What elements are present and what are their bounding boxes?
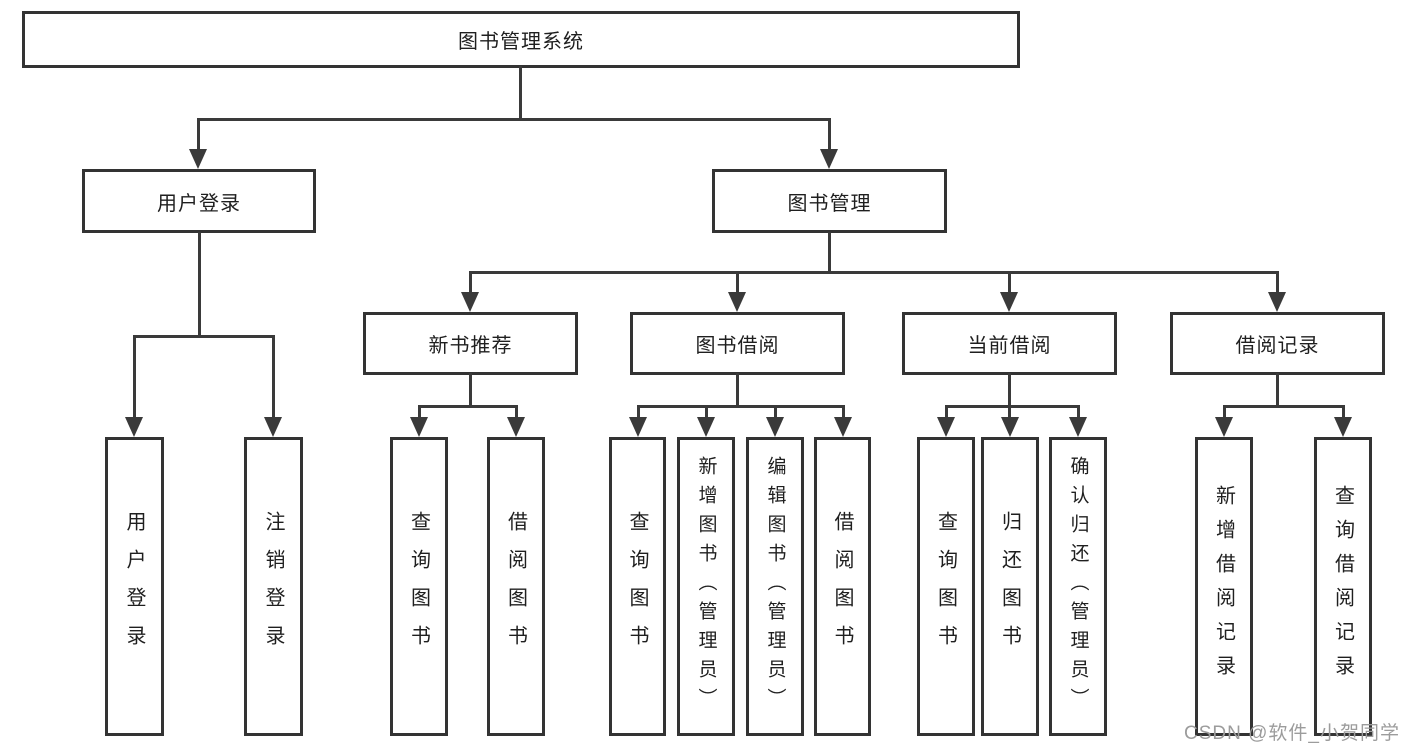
connector-vline — [1008, 373, 1011, 408]
connector-hline — [945, 405, 1080, 408]
connector-vline — [197, 118, 200, 152]
arrow-down-icon — [410, 417, 428, 437]
leaf-add-borrow-record: 新增借阅记录 — [1195, 437, 1253, 736]
connector-vline — [133, 335, 136, 419]
leaf-query-book-3: 查询图书 — [917, 437, 975, 736]
connector-vline — [1342, 405, 1345, 419]
node-label: 查询图书 — [407, 510, 430, 663]
node-label: 归还图书 — [998, 510, 1021, 663]
node-label: 编辑图书（管理员） — [764, 456, 786, 717]
arrow-down-icon — [629, 417, 647, 437]
node-label: 用户登录 — [123, 510, 145, 663]
connector-vline — [1008, 271, 1011, 295]
node-label: 借阅图书 — [831, 510, 853, 663]
leaf-query-book-1: 查询图书 — [390, 437, 448, 736]
arrow-down-icon — [1334, 417, 1352, 437]
node-borrow-record: 借阅记录 — [1170, 312, 1385, 375]
arrow-down-icon — [1268, 292, 1286, 312]
connector-vline — [945, 405, 948, 419]
leaf-user-login: 用户登录 — [105, 437, 164, 736]
arrow-down-icon — [1001, 417, 1019, 437]
arrow-down-icon — [728, 292, 746, 312]
connector-vline — [1223, 405, 1226, 419]
arrow-down-icon — [820, 149, 838, 169]
connector-vline — [842, 405, 845, 419]
node-new-book-recommend: 新书推荐 — [363, 312, 578, 375]
node-label: 借阅记录 — [1235, 335, 1320, 357]
node-book-management: 图书管理 — [712, 169, 947, 233]
connector-vline — [828, 118, 831, 152]
connector-vline — [272, 335, 275, 419]
leaf-query-borrow-record: 查询借阅记录 — [1314, 437, 1372, 736]
node-label: 注销登录 — [262, 510, 284, 663]
connector-hline — [418, 405, 518, 408]
connector-vline — [469, 271, 472, 295]
node-library-system: 图书管理系统 — [22, 11, 1020, 68]
arrow-down-icon — [766, 417, 784, 437]
connector-vline — [1276, 271, 1279, 295]
arrow-down-icon — [1069, 417, 1087, 437]
connector-hline — [637, 405, 845, 408]
node-label: 查询图书 — [934, 510, 957, 663]
connector-vline — [637, 405, 640, 419]
node-label: 图书管理系统 — [458, 31, 584, 53]
arrow-down-icon — [834, 417, 852, 437]
node-label: 图书借阅 — [695, 335, 780, 357]
node-book-borrow: 图书借阅 — [630, 312, 845, 375]
leaf-add-book-admin: 新增图书（管理员） — [677, 437, 735, 736]
connector-vline — [736, 271, 739, 295]
leaf-confirm-return-admin: 确认归还（管理员） — [1049, 437, 1107, 736]
connector-vline — [774, 405, 777, 419]
node-label: 查询图书 — [626, 510, 648, 663]
node-current-borrow: 当前借阅 — [902, 312, 1117, 375]
node-label: 新增图书（管理员） — [695, 456, 717, 717]
arrow-down-icon — [264, 417, 282, 437]
connector-vline — [705, 405, 708, 419]
connector-hline — [469, 271, 1279, 274]
connector-hline — [197, 118, 831, 121]
node-label: 借阅图书 — [504, 510, 527, 663]
leaf-borrow-book-1: 借阅图书 — [487, 437, 545, 736]
leaf-logout: 注销登录 — [244, 437, 303, 736]
arrow-down-icon — [189, 149, 207, 169]
node-label: 图书管理 — [787, 192, 872, 215]
node-label: 新书推荐 — [428, 335, 513, 357]
arrow-down-icon — [937, 417, 955, 437]
connector-hline — [133, 335, 275, 338]
node-user-login: 用户登录 — [82, 169, 316, 233]
leaf-return-book: 归还图书 — [981, 437, 1039, 736]
connector-vline — [1008, 405, 1011, 419]
arrow-down-icon — [1215, 417, 1233, 437]
connector-vline — [736, 373, 739, 408]
node-label: 新增借阅记录 — [1212, 484, 1235, 689]
leaf-query-book-2: 查询图书 — [609, 437, 666, 736]
leaf-borrow-book-2: 借阅图书 — [814, 437, 871, 736]
connector-vline — [515, 405, 518, 419]
leaf-edit-book-admin: 编辑图书（管理员） — [746, 437, 804, 736]
watermark: CSDN @软件_小贺同学 — [1184, 723, 1400, 744]
node-label: 用户登录 — [157, 192, 241, 215]
connector-vline — [418, 405, 421, 419]
arrow-down-icon — [507, 417, 525, 437]
arrow-down-icon — [125, 417, 143, 437]
arrow-down-icon — [1000, 292, 1018, 312]
connector-hline — [1223, 405, 1345, 408]
connector-vline — [519, 66, 522, 120]
connector-vline — [469, 373, 472, 408]
node-label: 确认归还（管理员） — [1067, 456, 1089, 717]
connector-vline — [828, 232, 831, 274]
node-label: 当前借阅 — [967, 335, 1052, 357]
connector-vline — [198, 232, 201, 338]
arrow-down-icon — [461, 292, 479, 312]
arrow-down-icon — [697, 417, 715, 437]
connector-vline — [1077, 405, 1080, 419]
node-label: 查询借阅记录 — [1331, 484, 1354, 689]
connector-vline — [1276, 373, 1279, 408]
